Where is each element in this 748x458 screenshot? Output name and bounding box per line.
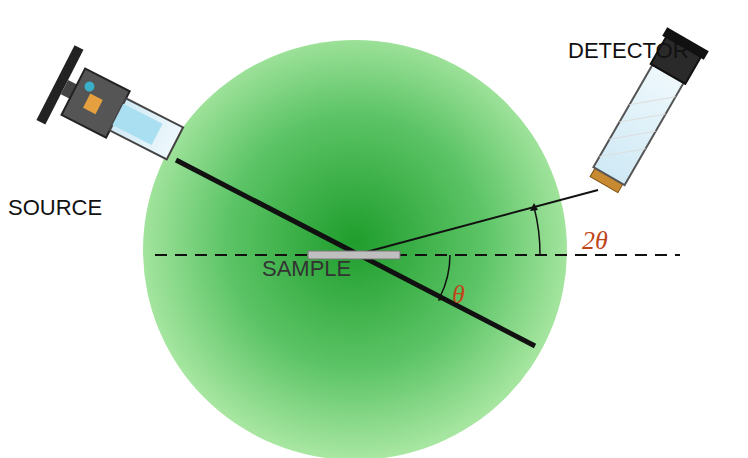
goniometer-circle — [143, 40, 567, 458]
x-ray-source — [36, 45, 194, 181]
sample-label: SAMPLE — [262, 258, 351, 280]
two-theta-arc — [534, 207, 540, 255]
diffracted-beam-line — [355, 190, 598, 255]
reference-dashed-line — [155, 254, 680, 256]
angle-label: θ — [452, 282, 465, 308]
theta-arc — [440, 255, 450, 297]
incident-beam-line — [176, 160, 535, 346]
detector-label: DETECTOR — [568, 40, 689, 62]
angle-label: 2θ — [582, 228, 608, 254]
source-label: SOURCE — [8, 197, 102, 219]
